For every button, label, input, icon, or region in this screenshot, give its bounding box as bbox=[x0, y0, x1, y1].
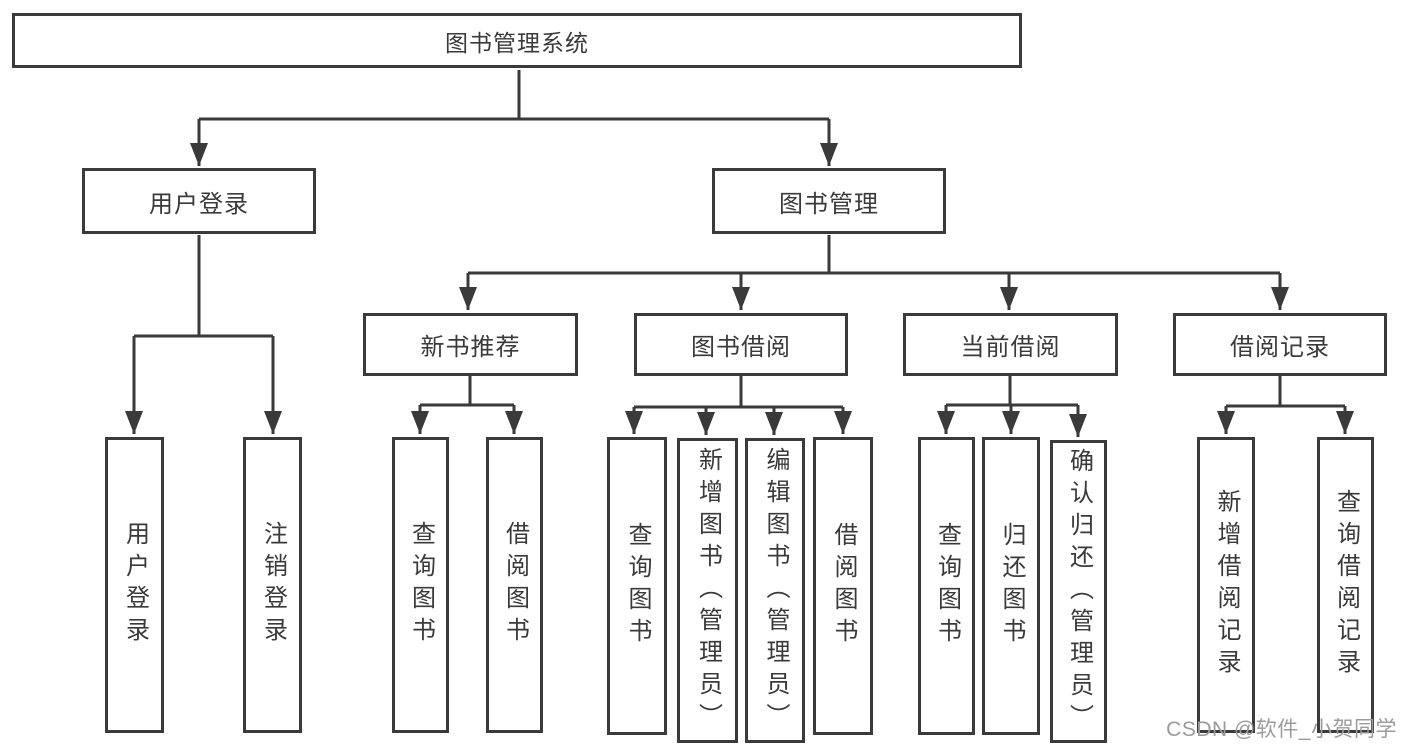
leaf-borrow-books-recommend: 借阅图书 bbox=[486, 437, 543, 733]
leaf-add-borrow-record-label: 新增借阅记录 bbox=[1213, 489, 1240, 681]
node-system-root-label: 图书管理系统 bbox=[445, 29, 589, 56]
leaf-add-books-admin-label: 新增图书（管理员） bbox=[694, 446, 722, 735]
node-book-borrowing-label: 图书借阅 bbox=[691, 334, 791, 361]
node-current-borrowing-label: 当前借阅 bbox=[960, 334, 1061, 361]
leaf-query-books-current-label: 查询图书 bbox=[933, 522, 961, 650]
leaf-query-books-borrowing-label: 查询图书 bbox=[624, 522, 651, 650]
leaf-logout-label: 注销登录 bbox=[259, 521, 287, 649]
node-user-login-label: 用户登录 bbox=[149, 190, 249, 218]
leaf-query-borrow-record: 查询借阅记录 bbox=[1317, 437, 1374, 733]
node-borrowing-records-label: 借阅记录 bbox=[1230, 334, 1330, 361]
leaf-query-books-recommend: 查询图书 bbox=[392, 437, 449, 733]
leaf-query-books-borrowing: 查询图书 bbox=[607, 437, 667, 735]
node-new-book-recommend-label: 新书推荐 bbox=[420, 334, 521, 361]
leaf-user-login: 用户登录 bbox=[105, 437, 164, 733]
leaf-query-books-recommend-label: 查询图书 bbox=[407, 521, 435, 649]
leaf-return-books: 归还图书 bbox=[982, 437, 1040, 735]
watermark: CSDN @软件_小贺同学 bbox=[1166, 718, 1397, 741]
leaf-edit-books-admin: 编辑图书（管理员） bbox=[745, 438, 805, 743]
node-book-management-label: 图书管理 bbox=[779, 190, 879, 218]
leaf-logout: 注销登录 bbox=[243, 437, 302, 733]
node-new-book-recommend: 新书推荐 bbox=[363, 313, 578, 376]
leaf-borrow-books-borrowing: 借阅图书 bbox=[813, 437, 873, 735]
leaf-borrow-books-recommend-label: 借阅图书 bbox=[501, 521, 529, 649]
leaf-confirm-return-admin-label: 确认归还（管理员） bbox=[1065, 447, 1093, 736]
leaf-edit-books-admin-label: 编辑图书（管理员） bbox=[762, 446, 789, 735]
node-book-borrowing: 图书借阅 bbox=[634, 313, 848, 376]
leaf-add-borrow-record: 新增借阅记录 bbox=[1197, 437, 1255, 733]
node-user-login: 用户登录 bbox=[82, 168, 316, 234]
node-current-borrowing: 当前借阅 bbox=[903, 313, 1118, 376]
leaf-user-login-label: 用户登录 bbox=[121, 521, 149, 649]
node-system-root: 图书管理系统 bbox=[12, 13, 1022, 68]
leaf-query-books-current: 查询图书 bbox=[918, 437, 975, 735]
leaf-borrow-books-borrowing-label: 借阅图书 bbox=[830, 522, 857, 650]
node-book-management: 图书管理 bbox=[712, 168, 946, 234]
node-borrowing-records: 借阅记录 bbox=[1173, 313, 1387, 376]
leaf-confirm-return-admin: 确认归还（管理员） bbox=[1050, 440, 1107, 743]
leaf-add-books-admin: 新增图书（管理员） bbox=[677, 438, 738, 743]
leaf-return-books-label: 归还图书 bbox=[998, 522, 1025, 650]
leaf-query-borrow-record-label: 查询借阅记录 bbox=[1332, 489, 1360, 681]
